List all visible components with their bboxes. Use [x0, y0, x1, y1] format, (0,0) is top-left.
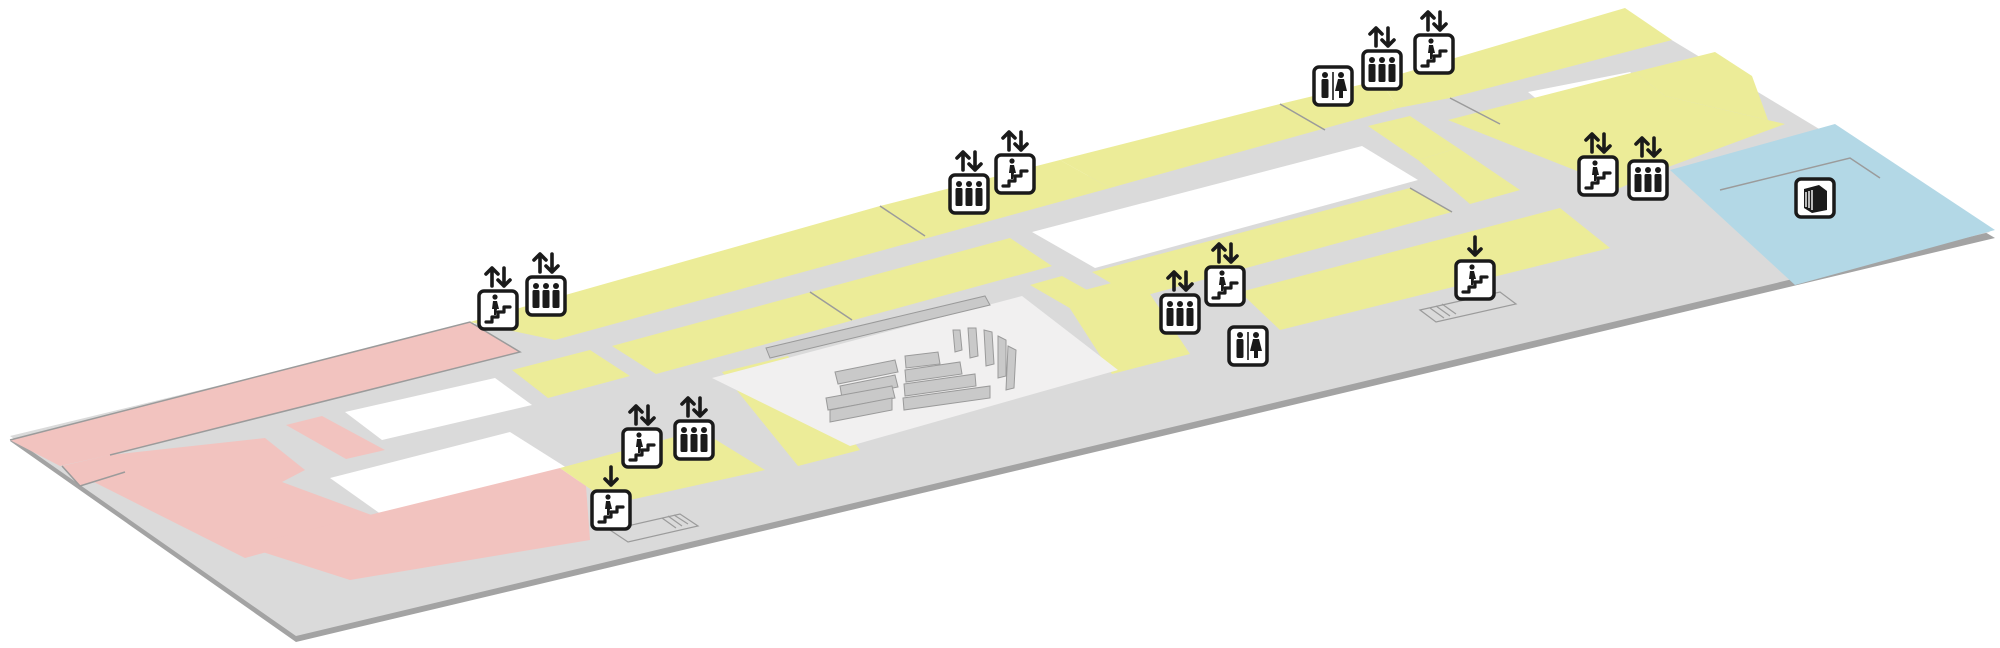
elevator-icon-symbol	[1159, 293, 1201, 335]
stairs-icon-symbol	[1204, 265, 1246, 307]
stairs-icon-symbol	[994, 153, 1036, 195]
west-wing-zone	[9, 321, 590, 580]
restroom-icon	[1312, 65, 1354, 107]
restroom-icon-symbol	[1312, 65, 1354, 107]
stairs-icon-symbol	[621, 427, 663, 469]
elevator-icon	[948, 150, 990, 215]
up-down-arrow-icon	[532, 252, 560, 274]
up-down-arrow-icon	[484, 266, 512, 288]
elevator-icon-symbol	[948, 173, 990, 215]
center-rooms	[512, 116, 1610, 398]
up-down-arrow-icon	[1368, 26, 1396, 48]
library-icon-symbol	[1794, 177, 1836, 219]
light-well-west	[330, 378, 586, 522]
auditorium-seating	[765, 295, 1017, 423]
restroom-icon-symbol	[1227, 325, 1269, 367]
restroom-icon	[1227, 325, 1269, 367]
elevator-icon-symbol	[525, 275, 567, 317]
elevator-icon-symbol	[1627, 159, 1669, 201]
stairs-icon	[477, 266, 519, 331]
elevator-icon	[525, 252, 567, 317]
elevator-icon-symbol	[1361, 49, 1403, 91]
up-down-arrow-icon	[1001, 130, 1029, 152]
stairs-icon-symbol	[1413, 33, 1455, 75]
light-well-center	[1032, 146, 1418, 268]
stairs-icon	[994, 130, 1036, 195]
elevator-icon	[1361, 26, 1403, 91]
library-icon	[1794, 177, 1836, 219]
stairs-icon	[1413, 10, 1455, 75]
elevator-icon-symbol	[673, 419, 715, 461]
up-down-arrow-icon	[955, 150, 983, 172]
stairs-down-icon-symbol	[590, 489, 632, 531]
up-down-arrow-icon	[1420, 10, 1448, 32]
stairs-icon-symbol	[477, 289, 519, 331]
stair-footprint-west	[608, 513, 700, 543]
stairs-icon-symbol	[1577, 155, 1619, 197]
stairs-down-icon-symbol	[1454, 259, 1496, 301]
